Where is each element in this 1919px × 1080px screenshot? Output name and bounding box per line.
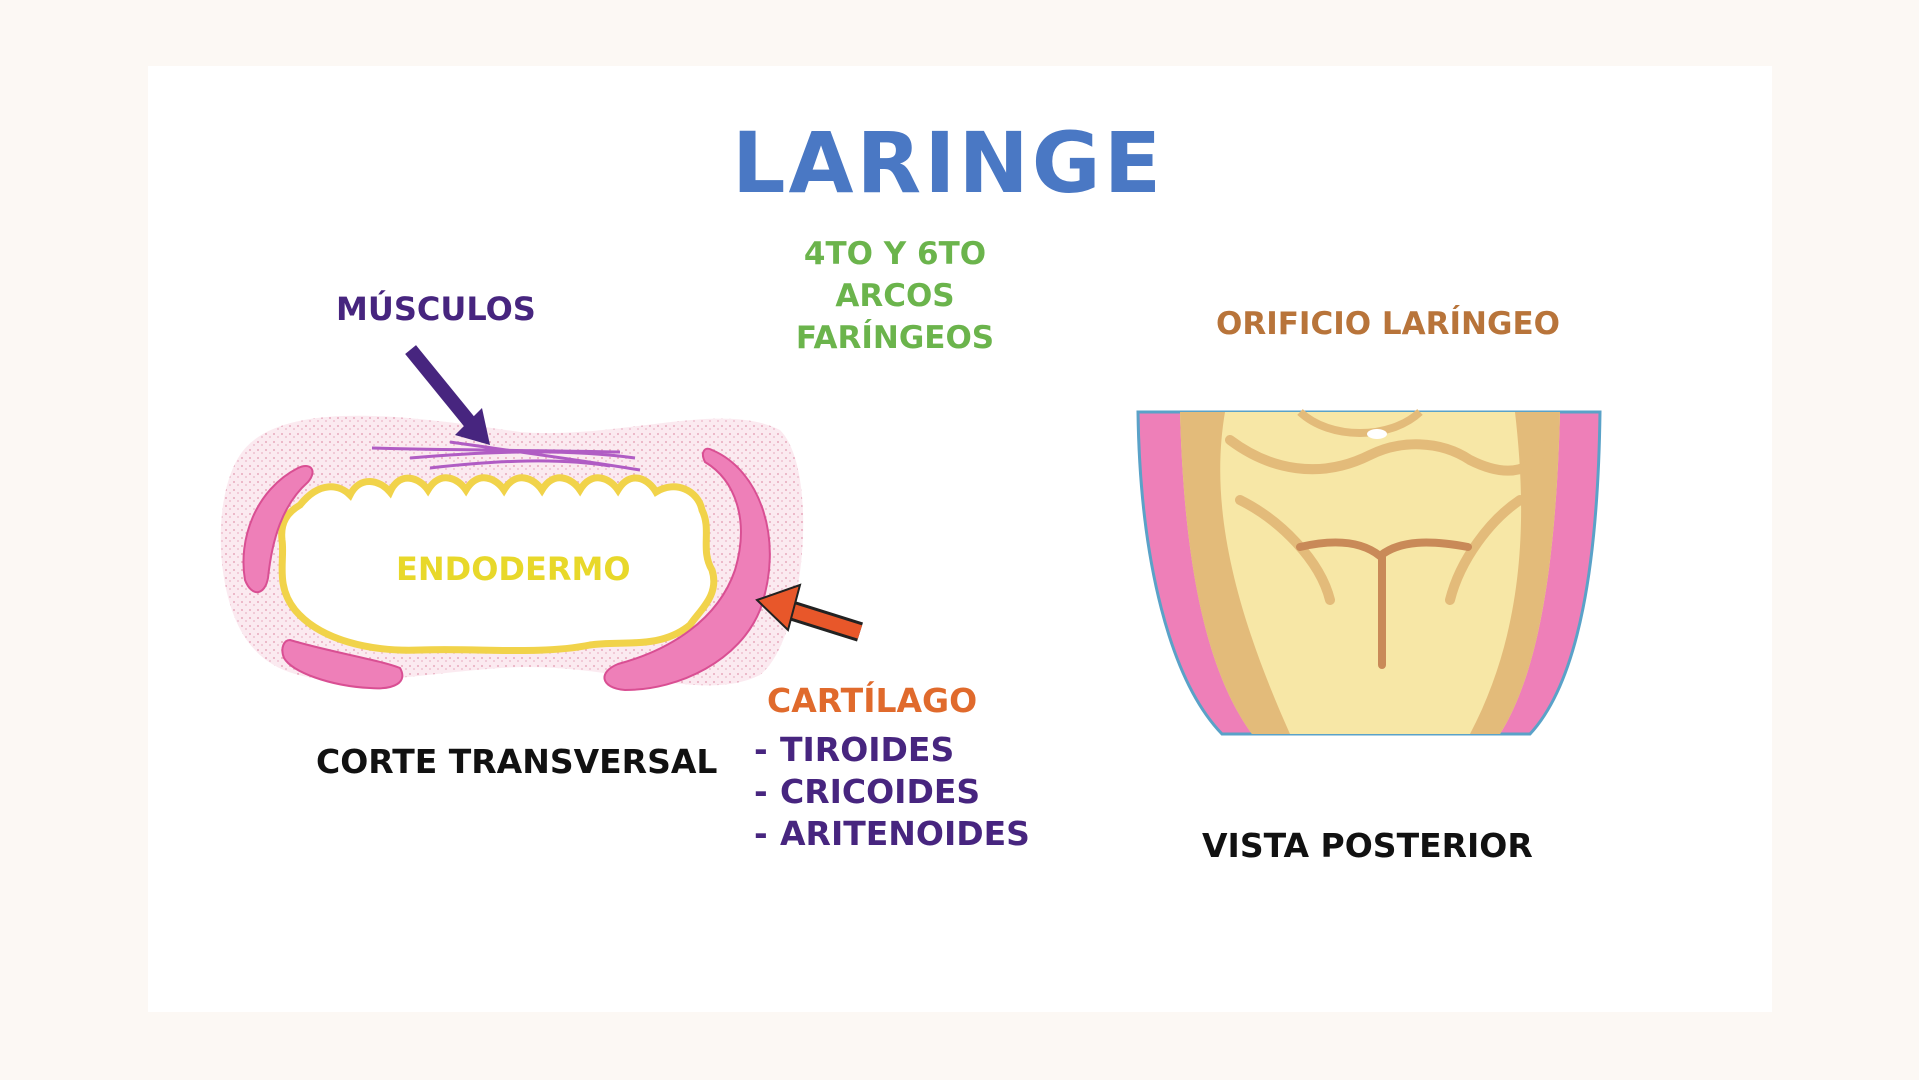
muscle-fibers	[371, 440, 641, 472]
list-item: -TIROIDES	[754, 730, 955, 769]
laryngeal-folds	[1225, 435, 1550, 605]
cross-section-caption: CORTE TRANSVERSAL	[316, 742, 718, 781]
arrow-down-right-icon	[405, 345, 490, 445]
cartilage-bottom-left	[281, 638, 404, 690]
mucosa-surface	[1180, 412, 1560, 734]
posterior-view-drawing	[1136, 408, 1602, 736]
orifice-fold	[1297, 408, 1423, 437]
list-item: -CRICOIDES	[754, 772, 981, 811]
arches-line-2: ARCOS	[835, 278, 955, 314]
cross-section-drawing	[220, 415, 804, 692]
arches-line-1: 4TO Y 6TO	[803, 236, 987, 272]
cartilage-left	[242, 464, 314, 594]
endoderm-label: ENDODERMO	[396, 550, 631, 588]
muscles-label: MÚSCULOS	[336, 290, 536, 328]
mucosa-shadow-right	[1470, 412, 1560, 734]
t-shaped-groove	[1296, 538, 1472, 669]
cartilage-label: CARTÍLAGO	[767, 681, 978, 720]
cartilage-list: -TIROIDES -CRICOIDES -ARITENOIDES	[754, 729, 1030, 855]
arches-note: 4TO Y 6TO ARCOS FARÍNGEOS	[770, 233, 1020, 359]
arrow-left-icon	[755, 583, 863, 642]
orifice-label: ORIFICIO LARÍNGEO	[1216, 306, 1560, 342]
page-title: LARINGE	[732, 114, 1165, 212]
posterior-view-caption: VISTA POSTERIOR	[1202, 826, 1533, 865]
arches-line-3: FARÍNGEOS	[795, 320, 995, 356]
laryngeal-orifice	[1367, 429, 1387, 439]
mucosa-shadow-left	[1180, 412, 1290, 734]
list-item: -ARITENOIDES	[754, 814, 1030, 853]
cartilage-right	[603, 447, 771, 692]
endoderm-lumen	[278, 474, 718, 655]
